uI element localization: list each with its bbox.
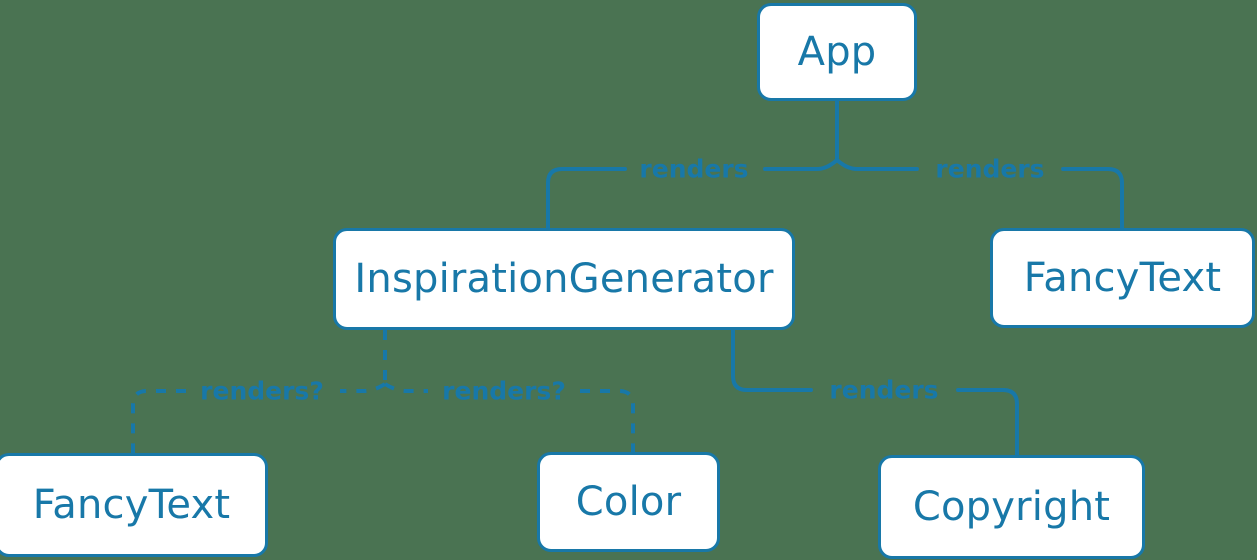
node-fancytext-top-label: FancyText (1023, 255, 1222, 301)
edge-inspiration-fancytext-right (340, 382, 387, 393)
edge-label-app-fancytext: renders (935, 154, 1045, 184)
node-copyright-label: Copyright (912, 484, 1111, 530)
node-app[interactable]: App (757, 3, 917, 101)
node-fancytext-bottom[interactable]: FancyText (0, 453, 268, 557)
edge-app-fancytext-right (1061, 167, 1124, 230)
edge-label-app-inspiration: renders (639, 154, 749, 184)
node-fancytext-top[interactable]: FancyText (990, 228, 1255, 328)
edge-label-inspiration-color: renders? (442, 376, 566, 406)
edge-app-fancytext-left (835, 158, 919, 171)
node-color-label: Color (575, 479, 682, 525)
node-copyright[interactable]: Copyright (878, 455, 1145, 559)
edge-app-inspiration-right (763, 158, 839, 171)
edge-inspiration-color-left (383, 382, 428, 393)
node-fancytext-bottom-label: FancyText (32, 482, 231, 528)
edge-app-inspiration-left (546, 167, 627, 230)
edge-label-inspiration-copyright: renders (829, 375, 939, 405)
node-color[interactable]: Color (537, 452, 720, 552)
node-inspiration-generator[interactable]: InspirationGenerator (333, 228, 795, 330)
edge-inspiration-copyright-left (731, 328, 813, 392)
edge-inspiration-fancytext-left (131, 389, 186, 453)
edge-label-inspiration-fancytext: renders? (200, 376, 324, 406)
node-inspiration-generator-label: InspirationGenerator (354, 256, 774, 302)
edge-inspiration-copyright-right (956, 388, 1019, 457)
edge-inspiration-color-right (580, 389, 635, 452)
node-app-label: App (797, 29, 877, 75)
